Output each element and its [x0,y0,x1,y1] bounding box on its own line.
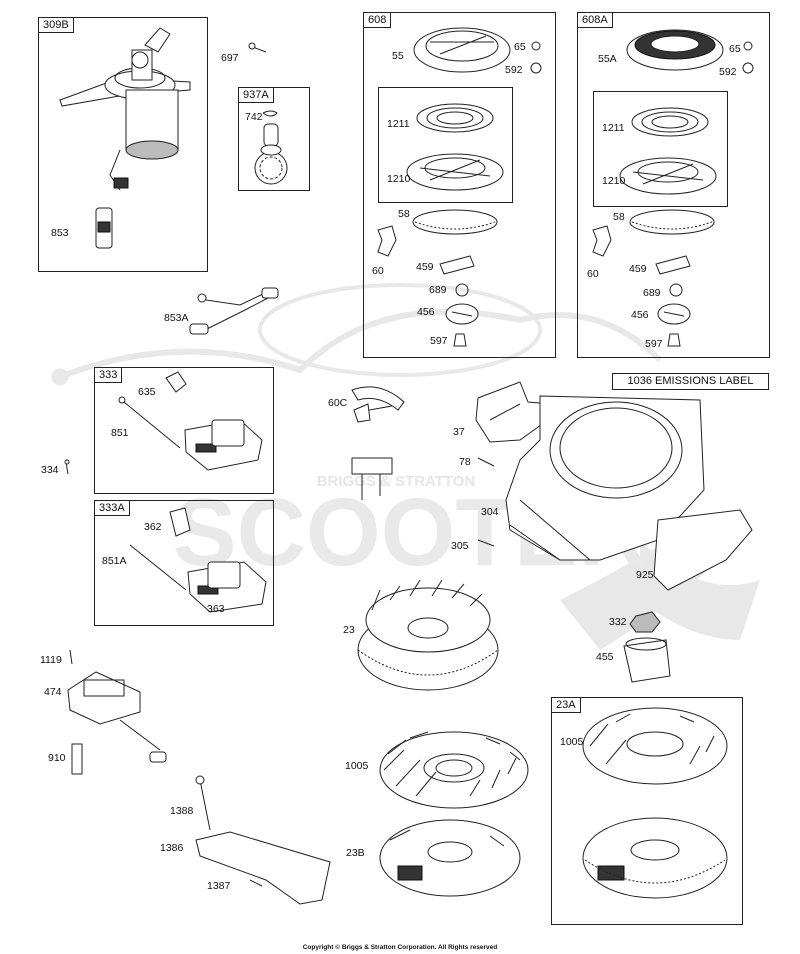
callout-925: 925 [636,569,654,581]
flywheel-23A-drawing [582,707,728,899]
callout-334: 334 [41,464,59,476]
flywheel-23B-drawing [379,819,521,897]
callout-1211-a: 1211 [387,118,410,130]
callout-23B: 23B [346,847,365,859]
callout-456-b: 456 [631,309,649,321]
rewind-starter-608-drawing [377,27,542,347]
callout-60-a: 60 [372,265,384,277]
callout-362: 362 [144,521,162,533]
box-333A-tag: 333A [95,501,130,516]
callout-455: 455 [596,651,614,663]
box-608-tag: 608 [364,13,392,28]
nut-332-drawing [623,611,671,683]
callout-635: 635 [138,386,156,398]
rewind-starter-608A-drawing [592,29,754,347]
callout-304: 304 [481,506,499,518]
callout-910: 910 [48,752,66,764]
callout-332: 332 [609,616,627,628]
emissions-label: 1036 EMISSIONS LABEL [612,373,769,390]
screw-78-drawing [351,457,495,500]
guard-925-drawing [653,509,753,591]
callout-597-a: 597 [430,335,448,347]
callout-60C: 60C [328,397,348,409]
module-474-drawing [67,649,167,775]
box-608: 608 [363,12,556,358]
callout-474: 474 [44,686,62,698]
callout-853A: 853A [164,312,189,324]
bracket-1386-drawing [195,775,331,905]
starter-motor-drawing [59,27,191,249]
box-608-inner [378,87,513,203]
bracket-37-drawing [475,381,551,443]
box-23A: 23A [551,697,743,925]
callout-1005-b: 1005 [560,736,584,748]
callout-58-b: 58 [613,211,625,223]
callout-58-a: 58 [398,208,410,220]
watermark-small-text: BRIGGS & STRATTON [317,473,476,490]
callout-1210-a: 1210 [387,173,411,185]
callout-689-a: 689 [429,284,447,296]
ignition-armature-333A-drawing [129,507,267,613]
box-937A-tag: 937A [239,88,274,103]
callout-851A: 851A [102,555,127,567]
box-333-tag: 333 [95,368,123,383]
gear-937A-drawing [254,110,288,185]
callout-23: 23 [343,624,355,636]
blower-housing-304-drawing [477,395,705,561]
box-333: 333 [94,367,274,494]
wire-853A-drawing [189,287,279,335]
callout-55: 55 [392,50,404,62]
fan-1005-drawing [379,731,529,809]
box-608A: 608A [577,12,770,358]
callout-55A: 55A [598,53,617,65]
callout-65-a: 65 [514,41,526,53]
callout-597-b: 597 [645,338,663,350]
callout-853: 853 [51,227,69,239]
bolt-697-drawing [248,42,267,53]
callout-697: 697 [221,52,239,64]
callout-37: 37 [453,426,465,438]
box-309B: 309B [38,17,208,272]
callout-689-b: 689 [643,287,661,299]
ignition-armature-333-drawing [64,371,263,475]
callout-459-b: 459 [629,263,647,275]
callout-459-a: 459 [416,261,434,273]
callout-1119: 1119 [40,654,62,666]
callout-456-a: 456 [417,306,435,318]
copyright-notice: Copyright © Briggs & Stratton Corporatio… [302,944,498,951]
callout-60-b: 60 [587,268,599,280]
callout-592-b: 592 [719,66,737,78]
callout-1211-b: 1211 [602,122,625,134]
box-309B-tag: 309B [39,18,74,33]
callout-1387: 1387 [207,880,231,892]
callout-851: 851 [111,427,129,439]
callout-65-b: 65 [729,43,741,55]
box-937A: 937A [238,87,310,191]
callout-742: 742 [245,111,263,123]
box-333A: 333A [94,500,274,626]
callout-1386: 1386 [160,842,184,854]
box-608A-inner [593,91,728,207]
box-23A-tag: 23A [552,698,581,713]
callout-78: 78 [459,456,471,468]
callout-592-a: 592 [505,64,523,76]
box-608A-tag: 608A [578,13,613,28]
callout-305: 305 [451,540,469,552]
flywheel-23-drawing [357,579,499,691]
handle-60C-drawing [351,386,405,423]
callout-1388: 1388 [170,805,194,817]
callout-363: 363 [207,603,225,615]
callout-1210-b: 1210 [602,175,626,187]
callout-1005-a: 1005 [345,760,369,772]
